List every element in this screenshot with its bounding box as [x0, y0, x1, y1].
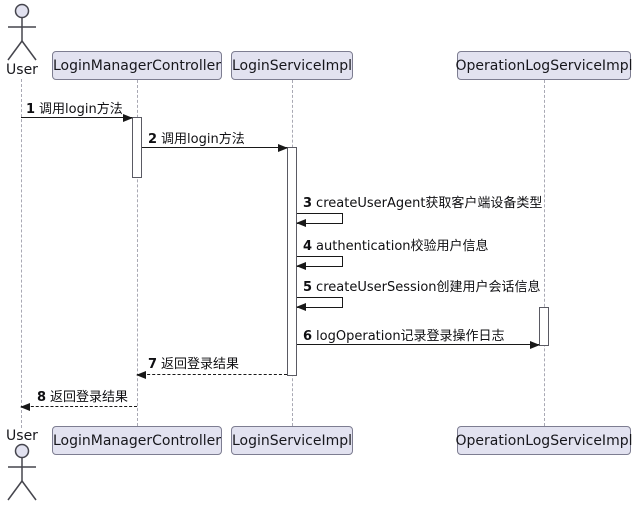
- message-number: 7: [148, 357, 158, 372]
- arrowhead-right-icon: [278, 144, 288, 152]
- participant-label: LoginServiceImpl: [231, 57, 353, 74]
- actor-label-top: User: [6, 62, 38, 78]
- message-number: 4: [303, 239, 313, 254]
- message-text: authentication校验用户信息: [316, 239, 489, 254]
- message-text: logOperation记录登录操作日志: [316, 329, 505, 344]
- message-arrow-2: [142, 144, 288, 152]
- participant-top-operationlogserviceimpl: OperationLogServiceImpl: [455, 51, 633, 80]
- lifeline-user: [21, 79, 22, 428]
- message-self-arrow-3: [296, 213, 343, 227]
- activation-loginserviceimpl: [287, 147, 297, 376]
- lifeline-operationlogserviceimpl: [544, 80, 545, 426]
- arrowhead-left-icon: [296, 219, 306, 227]
- message-text: 返回登录结果: [50, 390, 129, 405]
- message-self-arrow-5: [296, 297, 343, 311]
- arrowhead-left-icon: [136, 371, 146, 379]
- message-text: createUserSession创建用户会话信息: [316, 280, 541, 295]
- actor-icon-bottom: [7, 443, 37, 501]
- arrowhead-right-icon: [123, 114, 133, 122]
- message-arrow-7: [136, 371, 287, 379]
- actor-icon-top: [7, 3, 37, 61]
- participant-top-loginserviceimpl: LoginServiceImpl: [231, 51, 353, 80]
- message-text: createUserAgent获取客户端设备类型: [316, 196, 543, 211]
- participant-label: LoginServiceImpl: [231, 432, 353, 449]
- message-arrow-8: [20, 403, 137, 411]
- actor-label-bottom: User: [6, 428, 38, 444]
- message-number: 8: [37, 390, 47, 405]
- message-arrow-6: [297, 341, 540, 349]
- activation-loginmanagercontroller: [132, 117, 142, 178]
- message-text: 调用login方法: [39, 102, 123, 117]
- message-arrow-1: [21, 114, 133, 122]
- arrowhead-left-icon: [20, 403, 30, 411]
- message-number: 5: [303, 280, 313, 295]
- participant-bottom-loginserviceimpl: LoginServiceImpl: [231, 426, 353, 455]
- participant-label: LoginManagerController: [53, 57, 221, 74]
- arrowhead-left-icon: [296, 262, 306, 270]
- message-number: 6: [303, 329, 313, 344]
- arrowhead-right-icon: [530, 341, 540, 349]
- lifeline-loginmanagercontroller: [137, 80, 138, 426]
- participant-label: OperationLogServiceImpl: [455, 57, 633, 74]
- arrowhead-left-icon: [296, 303, 306, 311]
- participant-bottom-loginmanagercontroller: LoginManagerController: [52, 426, 222, 455]
- message-text: 调用login方法: [161, 132, 245, 147]
- participant-label: OperationLogServiceImpl: [455, 432, 633, 449]
- message-number: 1: [26, 102, 36, 117]
- message-number: 3: [303, 196, 313, 211]
- message-text: 返回登录结果: [161, 357, 240, 372]
- participant-bottom-operationlogserviceimpl: OperationLogServiceImpl: [455, 426, 633, 455]
- participant-label: LoginManagerController: [53, 432, 221, 449]
- message-number: 2: [148, 132, 158, 147]
- activation-operationlogserviceimpl: [539, 307, 549, 346]
- participant-top-loginmanagercontroller: LoginManagerController: [52, 51, 222, 80]
- message-self-arrow-4: [296, 256, 343, 270]
